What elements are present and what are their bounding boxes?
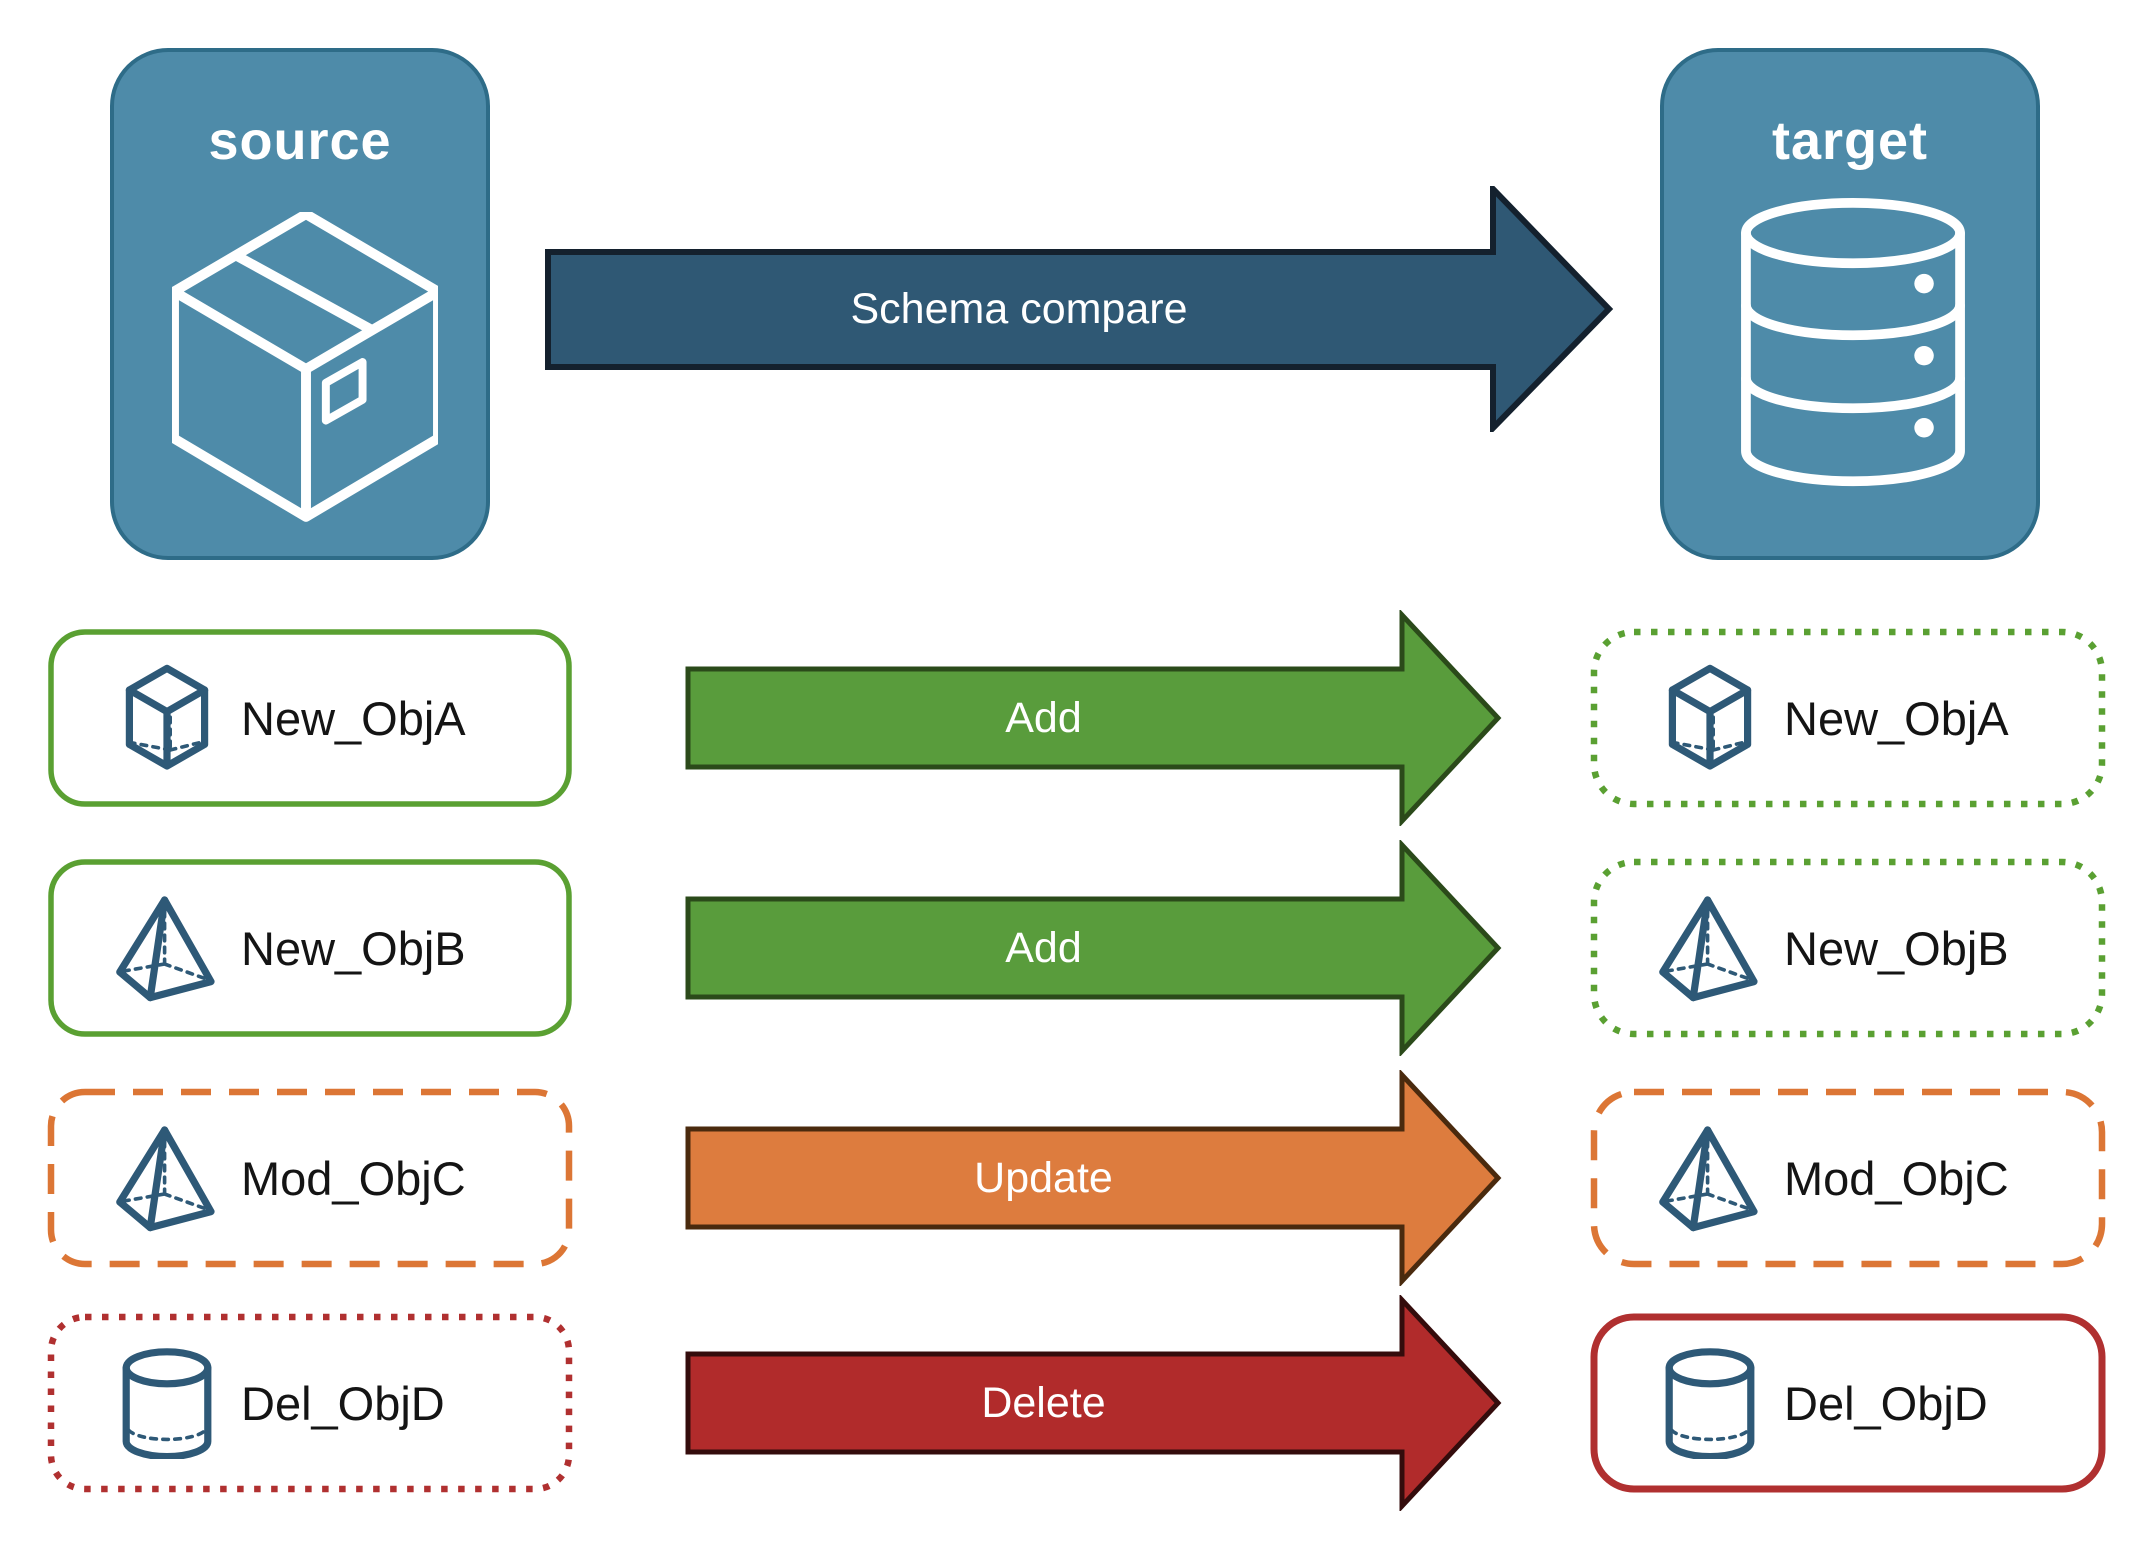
target-object-box: Del_ObjD — [1590, 1313, 2106, 1493]
cylinder-icon — [1658, 1347, 1762, 1459]
object-name-label: Mod_ObjC — [1784, 1151, 2009, 1205]
package-icon — [172, 212, 438, 522]
object-name-label: Del_ObjD — [1784, 1376, 1988, 1430]
source-node-label: source — [208, 111, 392, 171]
pyramid-icon — [1658, 1122, 1762, 1234]
source-object-box: Mod_ObjC — [47, 1088, 573, 1268]
add-arrow — [685, 610, 1502, 826]
object-box-border — [47, 1088, 573, 1268]
source-object-box: Del_ObjD — [47, 1313, 573, 1493]
add-arrow — [685, 840, 1502, 1056]
target-object-box: Mod_ObjC — [1590, 1088, 2106, 1268]
object-name-label: New_ObjB — [241, 921, 466, 975]
action-arrow-label: Delete — [981, 1378, 1106, 1427]
object-box-border — [1590, 1313, 2106, 1493]
object-name-label: New_ObjB — [1784, 921, 2009, 975]
action-arrow-label: Update — [974, 1153, 1113, 1202]
action-arrow-label: Add — [1005, 923, 1082, 972]
object-box-border — [1590, 1088, 2106, 1268]
target-object-box: New_ObjA — [1590, 628, 2106, 808]
object-box-border — [47, 1313, 573, 1493]
action-arrow-label: Add — [1005, 693, 1082, 742]
pyramid-icon — [115, 892, 219, 1004]
pyramid-icon — [115, 1122, 219, 1234]
cube-icon — [115, 662, 219, 774]
schema-compare-label: Schema compare — [850, 285, 1188, 333]
target-object-box: New_ObjB — [1590, 858, 2106, 1038]
object-name-label: New_ObjA — [241, 691, 466, 745]
source-object-box: New_ObjB — [47, 858, 573, 1038]
delete-arrow — [685, 1295, 1502, 1511]
source-object-box: New_ObjA — [47, 628, 573, 808]
cylinder-icon — [115, 1347, 219, 1459]
database-icon — [1741, 198, 1965, 487]
update-arrow — [685, 1070, 1502, 1286]
target-node: target — [1660, 48, 2040, 560]
object-name-label: Del_ObjD — [241, 1376, 445, 1430]
object-name-label: Mod_ObjC — [241, 1151, 466, 1205]
target-node-label: target — [1771, 111, 1929, 171]
object-box-border — [48, 629, 572, 807]
pyramid-icon — [1658, 892, 1762, 1004]
schema-compare-arrow — [545, 186, 1614, 432]
object-box-border — [48, 859, 572, 1037]
source-node: source — [110, 48, 490, 560]
object-name-label: New_ObjA — [1784, 691, 2009, 745]
cube-icon — [1658, 662, 1762, 774]
